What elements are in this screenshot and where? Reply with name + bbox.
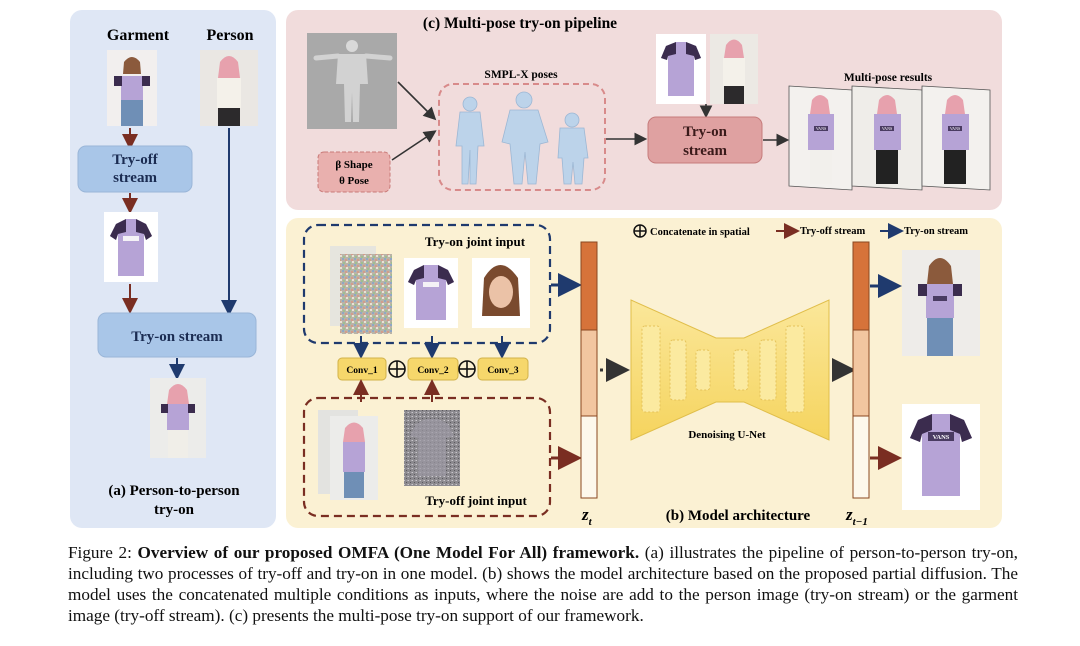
- multi-pose-result-3: VANS: [921, 85, 991, 191]
- panel-c-garment-image: [656, 34, 706, 104]
- panel-c-person-image: [710, 34, 758, 104]
- garment-label: Garment: [107, 27, 170, 44]
- tryon-input-face: [472, 258, 530, 328]
- tryoff-output-shirt: [104, 212, 158, 282]
- smplx-tpose-body: [307, 33, 397, 129]
- multi-pose-result-2: VANS: [851, 85, 923, 191]
- tryon-output-photo: [150, 378, 206, 458]
- panel-c-title: (c) Multi-pose try-on pipeline: [423, 15, 617, 32]
- tryoff-stream-line2: stream: [113, 170, 157, 186]
- panel-c-tryon-stream-line1: Try-on: [683, 124, 728, 140]
- tryoff-stream-line1: Try-off: [112, 152, 159, 168]
- tryon-stream-label: Try-on stream: [131, 329, 223, 345]
- tryoff-joint-input-label: Try-off joint input: [425, 493, 527, 508]
- result-3-logo: VANS: [950, 126, 960, 131]
- person-label: Person: [206, 27, 253, 44]
- panel-b-title: (b) Model architecture: [666, 508, 811, 524]
- tryoff-stream-box: [77, 145, 193, 193]
- panel-a-background: [70, 10, 276, 528]
- tryon-input-garment: [404, 258, 458, 328]
- legend-tryoff: Try-off stream: [800, 226, 865, 237]
- conv2-label: Conv_2: [417, 366, 448, 376]
- noisy-person-image: [330, 246, 392, 334]
- output-tryoff-garment: VANS: [902, 404, 980, 510]
- multi-pose-result-1: VANS: [788, 85, 853, 191]
- garment-photo: [107, 50, 157, 126]
- result-1-logo: VANS: [816, 126, 826, 131]
- zt-minus-1-label: zt−1: [845, 505, 868, 528]
- panel-a: Garment Person Try-off stream: [70, 10, 276, 528]
- output-garment-logo: VANS: [933, 434, 950, 441]
- zt-label: zt: [581, 505, 593, 528]
- conv3-label: Conv_3: [487, 366, 518, 376]
- panel-c-tryon-stream-box: [647, 116, 763, 164]
- legend-concat: Concatenate in spatial: [650, 227, 750, 238]
- tryoff-input-person: [318, 410, 378, 500]
- panel-c: (c) Multi-pose try-on pipeline β Shape θ…: [286, 10, 1002, 210]
- panel-a-title-line2: try-on: [154, 502, 195, 518]
- denoising-unet: [630, 299, 830, 441]
- conv1-label: Conv_1: [346, 366, 377, 376]
- smplx-pose-figures: [455, 91, 589, 185]
- panel-a-title-line1: (a) Person-to-person: [108, 483, 240, 499]
- legend: Concatenate in spatial Try-off stream Tr…: [633, 223, 968, 239]
- panel-b: Concatenate in spatial Try-off stream Tr…: [286, 218, 1002, 528]
- shape-pose-box: [317, 151, 391, 193]
- figure-caption: Figure 2: Overview of our proposed OMFA …: [68, 542, 1018, 626]
- multi-pose-results-label: Multi-pose results: [844, 72, 933, 84]
- tryon-stream-box: [97, 312, 257, 358]
- caption-text: (a) illustrates the pipeline of person-t…: [68, 543, 1018, 625]
- output-tryon-person: [902, 250, 980, 356]
- tryon-joint-input-label: Try-on joint input: [425, 234, 526, 249]
- shape-label: β Shape: [335, 159, 372, 171]
- legend-tryon: Try-on stream: [904, 226, 968, 237]
- conv3-box: [477, 357, 529, 381]
- zt-minus-1-latent-stack: [852, 241, 870, 499]
- pose-label: θ Pose: [339, 175, 369, 187]
- unet-label: Denoising U-Net: [688, 429, 766, 441]
- person-photo: [200, 50, 258, 126]
- panel-c-tryon-stream-line2: stream: [683, 143, 727, 159]
- tryoff-joint-input-box: [302, 396, 552, 518]
- zt-latent-stack: [580, 241, 598, 499]
- caption-bold: Overview of our proposed OMFA (One Model…: [137, 543, 640, 562]
- caption-prefix: Figure 2:: [68, 543, 138, 562]
- smplx-label: SMPL-X poses: [484, 69, 558, 81]
- tryoff-noisy-garment: [404, 410, 460, 486]
- result-2-logo: VANS: [882, 126, 892, 131]
